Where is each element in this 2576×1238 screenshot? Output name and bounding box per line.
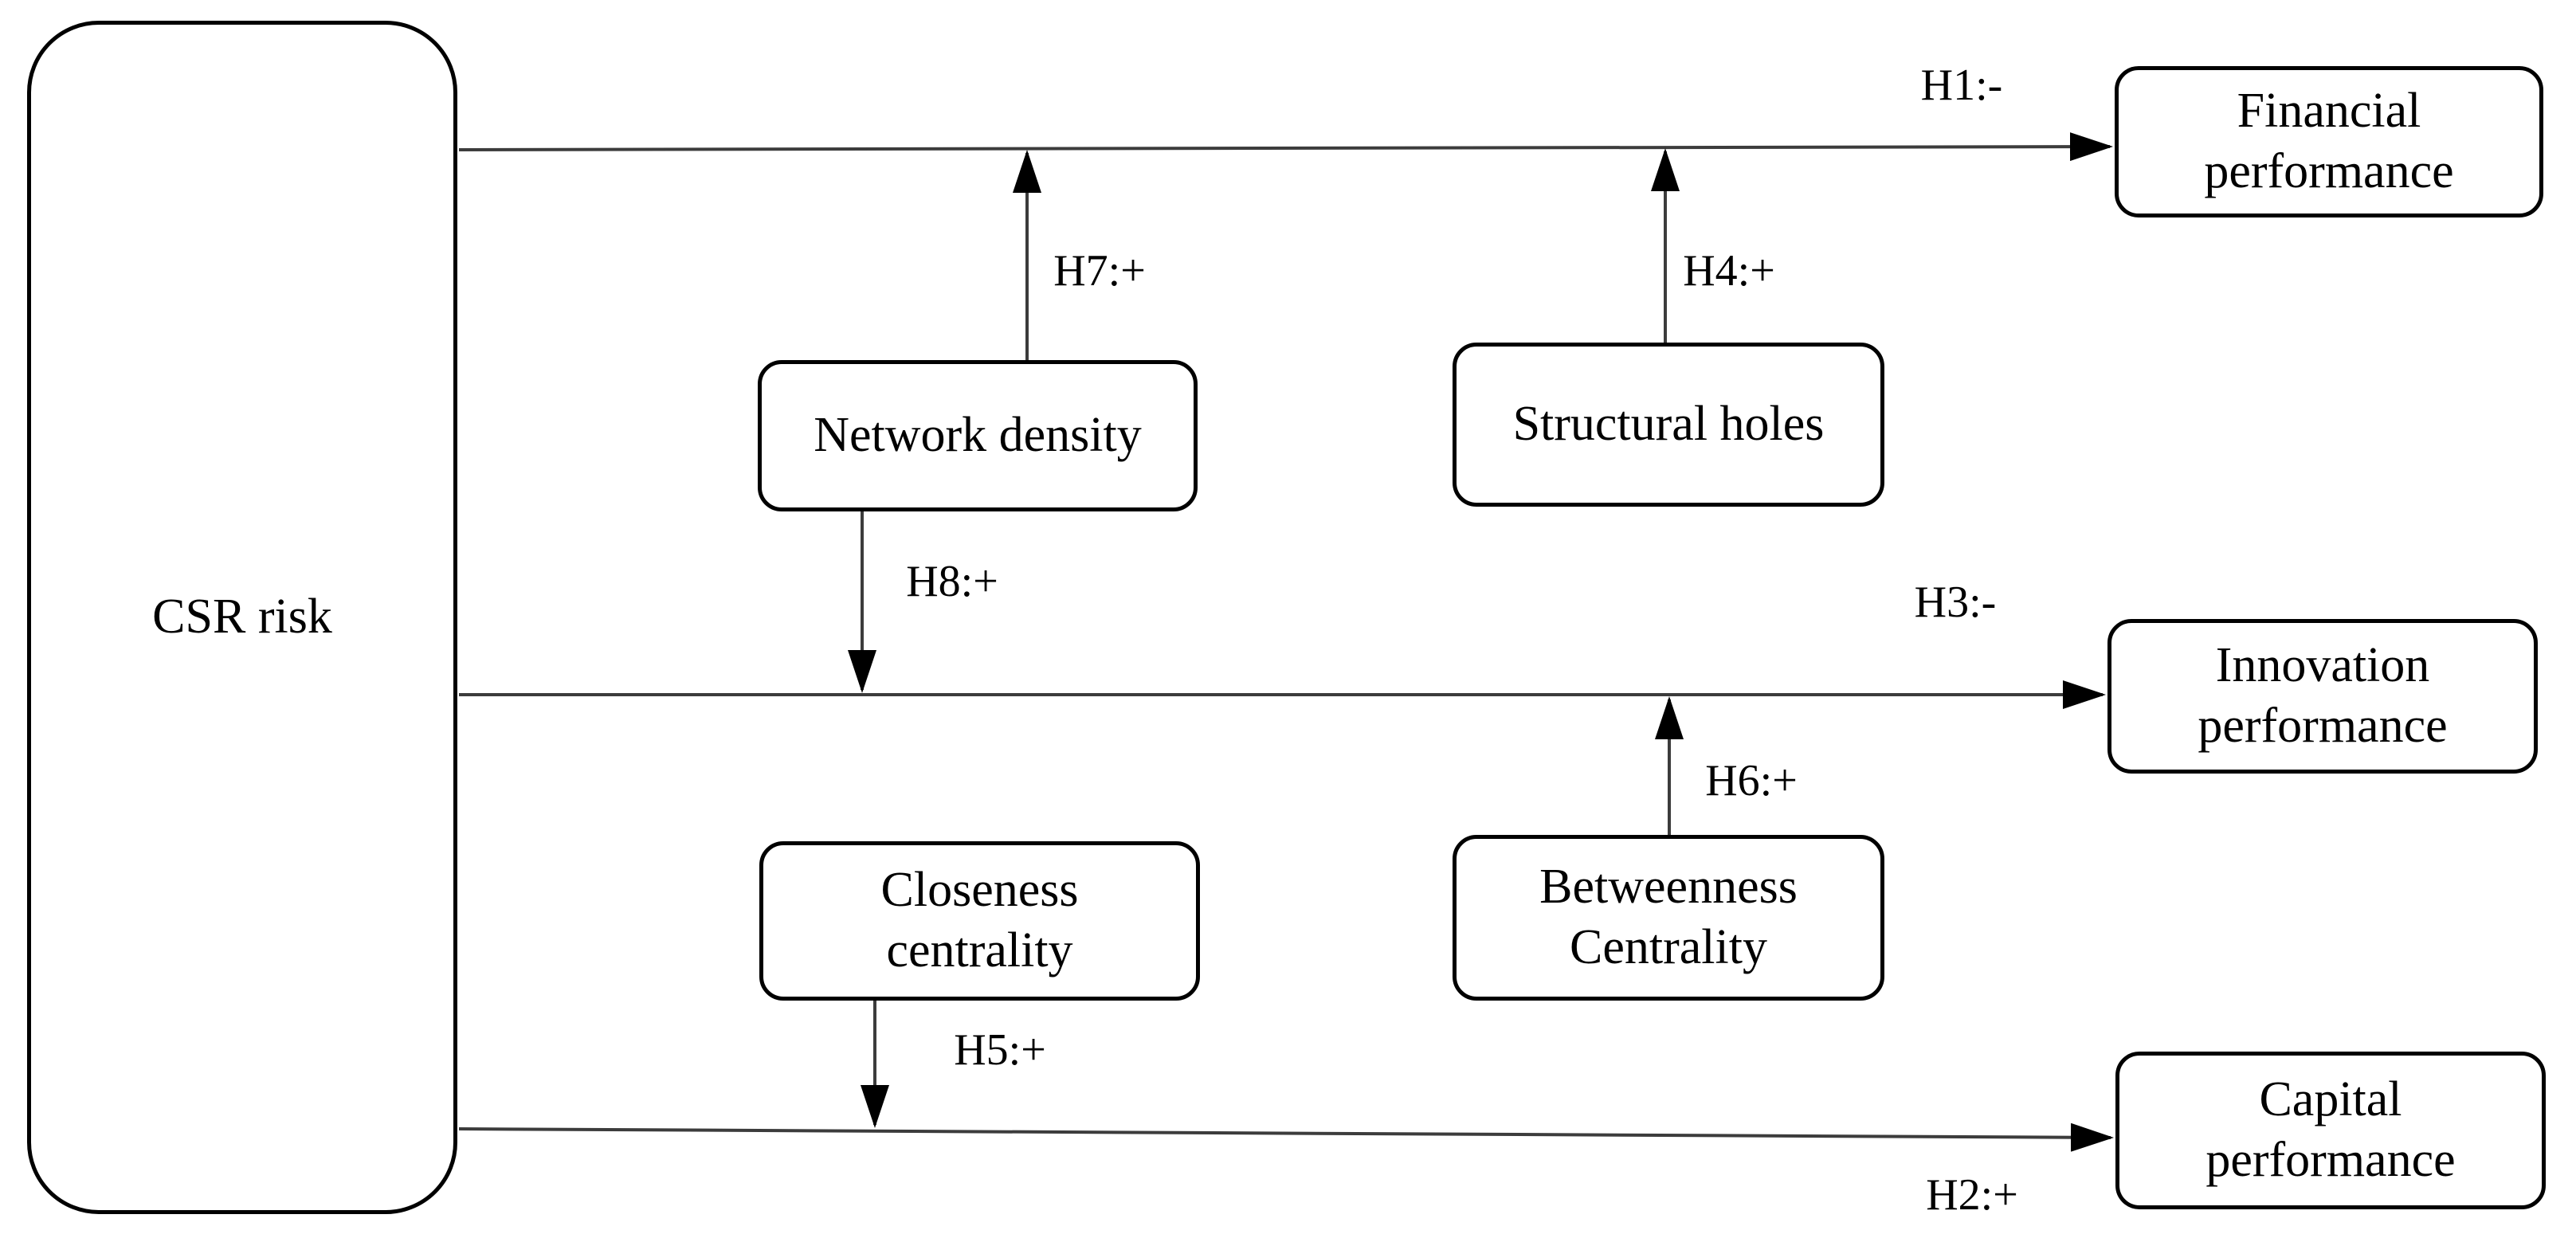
arrow-h1 [458, 132, 2113, 162]
hypothesis-label-h1: H1:- [1920, 61, 2003, 110]
node-innovation-performance-label: Innovation performance [2198, 638, 2448, 753]
node-financial-performance-label: Financial performance [2204, 84, 2454, 198]
hypothesis-label-h8: H8:+ [906, 557, 998, 606]
node-network-density-label: Network density [814, 408, 1142, 463]
node-closeness-centrality-label: Closeness centrality [880, 863, 1079, 977]
arrow-h2 [458, 1122, 2114, 1152]
node-financial-performance: Financial performance [2115, 66, 2543, 217]
hypothesis-label-h2: H2:+ [1926, 1170, 2018, 1220]
node-csr-risk: CSR risk [27, 21, 457, 1214]
node-network-density: Network density [758, 360, 1198, 511]
node-structural-holes: Structural holes [1453, 343, 1884, 507]
hypothesis-label-h5: H5:+ [954, 1025, 1046, 1075]
hypothesis-label-h4: H4:+ [1683, 246, 1775, 296]
hypothesis-label-h7: H7:+ [1053, 246, 1146, 296]
node-capital-performance: Capital performance [2115, 1052, 2546, 1209]
hypothesis-label-h3: H3:- [1914, 578, 1997, 627]
node-structural-holes-label: Structural holes [1512, 397, 1825, 452]
node-capital-performance-label: Capital performance [2205, 1072, 2456, 1187]
node-innovation-performance: Innovation performance [2107, 619, 2538, 774]
node-csr-risk-label: CSR risk [152, 590, 332, 644]
hypothesis-label-h6: H6:+ [1705, 756, 1798, 805]
node-betweenness-centrality-label: Betweenness Centrality [1539, 860, 1798, 974]
node-closeness-centrality: Closeness centrality [759, 841, 1200, 1001]
node-betweenness-centrality: Betweenness Centrality [1453, 835, 1884, 1001]
